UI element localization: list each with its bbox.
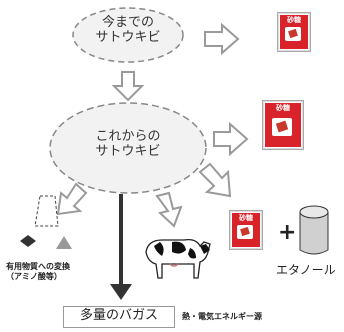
useful-conversion-sublabel: （アミノ酸等）	[6, 272, 62, 281]
plus-sign: +	[278, 220, 297, 245]
material-diamond-icon	[20, 235, 36, 247]
ethanol-label: エタノール	[276, 263, 336, 277]
sugar-package-icon: 砂糖	[262, 100, 304, 150]
energy-source-label: 熱・電気エネルギー源	[182, 312, 262, 321]
useful-conversion-label: 有用物質への変換	[6, 262, 70, 271]
cow-icon	[145, 238, 211, 279]
sugar-package-icon: 砂糖	[229, 210, 263, 250]
arrow-bagasse-head	[110, 284, 132, 300]
ethanol-cylinder-icon	[299, 205, 329, 255]
current-cane-label: 今までの サトウキビ	[95, 15, 161, 45]
oval-future-cane	[49, 102, 207, 194]
oval-current-cane	[72, 7, 184, 63]
arrow-current-to-sugar	[204, 22, 240, 56]
bagasse-label: 多量のバガス	[79, 308, 158, 323]
sugar-package-icon: 砂糖	[277, 12, 311, 52]
material-trapezoid-icon	[34, 195, 59, 227]
arrow-future-to-cattle	[155, 191, 183, 228]
material-triangle-icon	[56, 236, 72, 249]
future-cane-label: これからの サトウキビ	[95, 129, 161, 159]
arrow-future-to-ethanol	[198, 162, 232, 198]
arrow-future-to-materials	[56, 182, 88, 216]
arrow-future-to-sugar	[213, 121, 249, 157]
arrow-current-to-future	[111, 71, 145, 102]
bagasse-box: 多量のバガス	[63, 306, 175, 328]
